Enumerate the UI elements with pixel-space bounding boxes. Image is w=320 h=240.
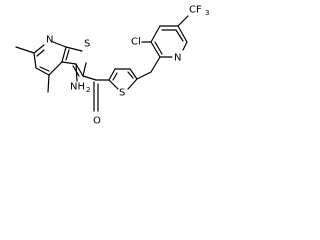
bond-tp-3 bbox=[65, 46, 83, 52]
bond-tpp-4-inner bbox=[39, 66, 50, 72]
bond-ch2-b bbox=[136, 71, 152, 80]
bond-tp-4 bbox=[61, 61, 77, 65]
label-ketone-oxygen: O bbox=[93, 116, 101, 127]
bond-tpp-5 bbox=[48, 61, 63, 76]
atom-labels: CF 3 Cl N S O NH 2 N S bbox=[46, 5, 209, 127]
bond-tpp-2-inner bbox=[36, 49, 45, 57]
bond-py-6 bbox=[177, 25, 188, 43]
label-pyridine-nitrogen: N bbox=[174, 53, 181, 64]
bond-tpp-4 bbox=[35, 67, 50, 76]
bond-nh2 bbox=[75, 63, 78, 82]
label-amine-subscript: 2 bbox=[86, 86, 90, 94]
bond-py-3-inner bbox=[154, 41, 163, 55]
bond-methyl-4 bbox=[47, 74, 50, 93]
bond-tpp-3 bbox=[33, 52, 37, 69]
bond-th-3 bbox=[108, 68, 116, 81]
label-cf3: CF bbox=[189, 5, 202, 16]
label-thienopyridine-sulfur: S bbox=[84, 39, 90, 50]
bond-py-6-inner bbox=[175, 29, 184, 42]
label-amine: NH bbox=[70, 82, 85, 93]
bonds bbox=[15, 15, 189, 112]
bond-cf3 bbox=[177, 15, 189, 27]
label-cf3-subscript: 3 bbox=[205, 9, 209, 17]
bond-th-1 bbox=[129, 68, 138, 80]
bond-methyl-6 bbox=[15, 46, 35, 54]
label-thiophene-sulfur: S bbox=[119, 88, 125, 99]
bond-ch2-a bbox=[150, 56, 161, 73]
bond-tp-1 bbox=[75, 63, 84, 77]
bond-tp-5-inner bbox=[65, 49, 70, 61]
bond-th-5 bbox=[127, 78, 138, 90]
label-thienopyridine-nitrogen: N bbox=[46, 35, 53, 46]
bond-th-3-inner bbox=[112, 72, 118, 81]
bond-py-2 bbox=[150, 25, 161, 43]
bond-tpp-2 bbox=[33, 44, 45, 54]
bond-tpp-1 bbox=[52, 41, 67, 48]
bond-py-5 bbox=[182, 41, 188, 51]
bond-th-1-inner bbox=[127, 71, 134, 79]
chemical-structure: CF 3 Cl N S O NH 2 N S bbox=[15, 5, 209, 127]
bond-th-4 bbox=[108, 79, 119, 90]
bond-py-3 bbox=[150, 41, 161, 58]
bond-co-left bbox=[82, 75, 97, 81]
label-chlorine: Cl bbox=[131, 37, 141, 48]
bond-tp-5 bbox=[61, 46, 67, 63]
bond-tp-2 bbox=[82, 62, 87, 77]
